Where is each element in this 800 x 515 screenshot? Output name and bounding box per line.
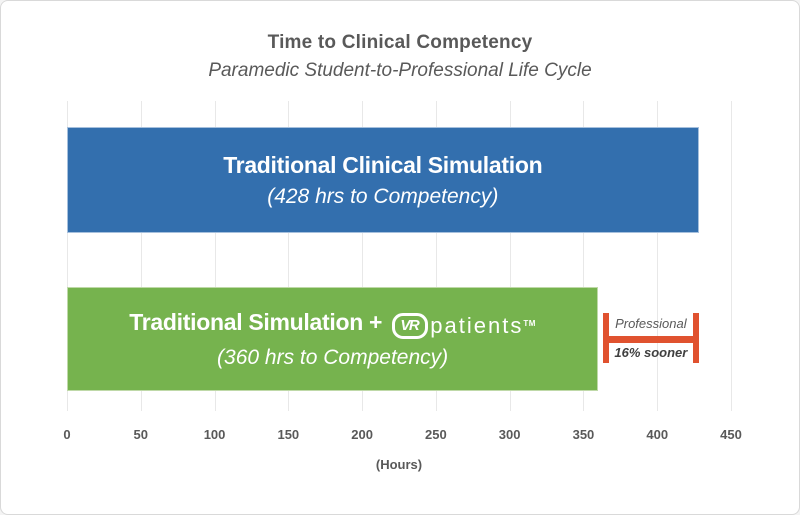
bar-label: Traditional Clinical Simulation [223, 151, 543, 178]
bar-label-text: Traditional Simulation + [129, 308, 383, 335]
bar-traditional-clinical-simulation: Traditional Clinical Simulation (428 hrs… [67, 127, 699, 233]
x-axis-label: (Hours) [375, 457, 423, 472]
x-tick-0: 0 [63, 427, 71, 442]
annotation-text-sooner: 16% sooner [614, 345, 688, 360]
gridline-200 [362, 101, 364, 411]
x-tick-100: 100 [203, 427, 226, 442]
bar-value-label: (428 hrs to Competency) [267, 184, 499, 208]
x-tick-200: 200 [351, 427, 373, 442]
x-axis: 0 50 100 150 200 250 300 350 400 450 [63, 427, 741, 443]
gridline-100 [214, 101, 216, 411]
gridline-50 [140, 101, 142, 411]
x-tick-250: 250 [425, 427, 447, 442]
gridline-250 [435, 101, 437, 411]
x-tick-400: 400 [646, 427, 669, 442]
annotation-text-professional: Professional [615, 316, 687, 331]
bar-traditional-plus-vrpatients: Traditional Simulation + VR patients TM … [67, 287, 599, 391]
x-tick-300: 300 [498, 427, 521, 442]
vrpatients-logo-text: patients [430, 312, 524, 338]
gridline-400 [657, 101, 659, 411]
gridline-350 [583, 101, 585, 411]
vrpatients-logo: VR patients TM [392, 312, 536, 340]
chart-title: Time to Clinical Competency [267, 32, 533, 53]
bracket-line [603, 336, 699, 343]
bar-value-label: (360 hrs to Competency) [217, 345, 449, 369]
trademark-symbol: TM [523, 318, 536, 328]
x-tick-150: 150 [277, 427, 300, 442]
chart-header: Time to Clinical Competency Paramedic St… [1, 31, 799, 83]
chart-subtitle: Paramedic Student-to-Professional Life C… [208, 60, 592, 81]
gridline-300 [509, 101, 511, 411]
x-tick-450: 450 [720, 427, 742, 442]
vr-logo-icon: VR [392, 312, 429, 339]
plot-area: Traditional Clinical Simulation (428 hrs… [67, 101, 732, 411]
x-tick-50: 50 [133, 427, 148, 442]
gridline-450 [731, 101, 732, 411]
bar-label: Traditional Simulation + VR patients TM [129, 308, 536, 340]
gridline-0 [67, 101, 68, 411]
gridline-150 [288, 101, 290, 411]
x-tick-350: 350 [572, 427, 595, 442]
sooner-annotation-bracket: Professional 16% sooner [603, 313, 699, 363]
